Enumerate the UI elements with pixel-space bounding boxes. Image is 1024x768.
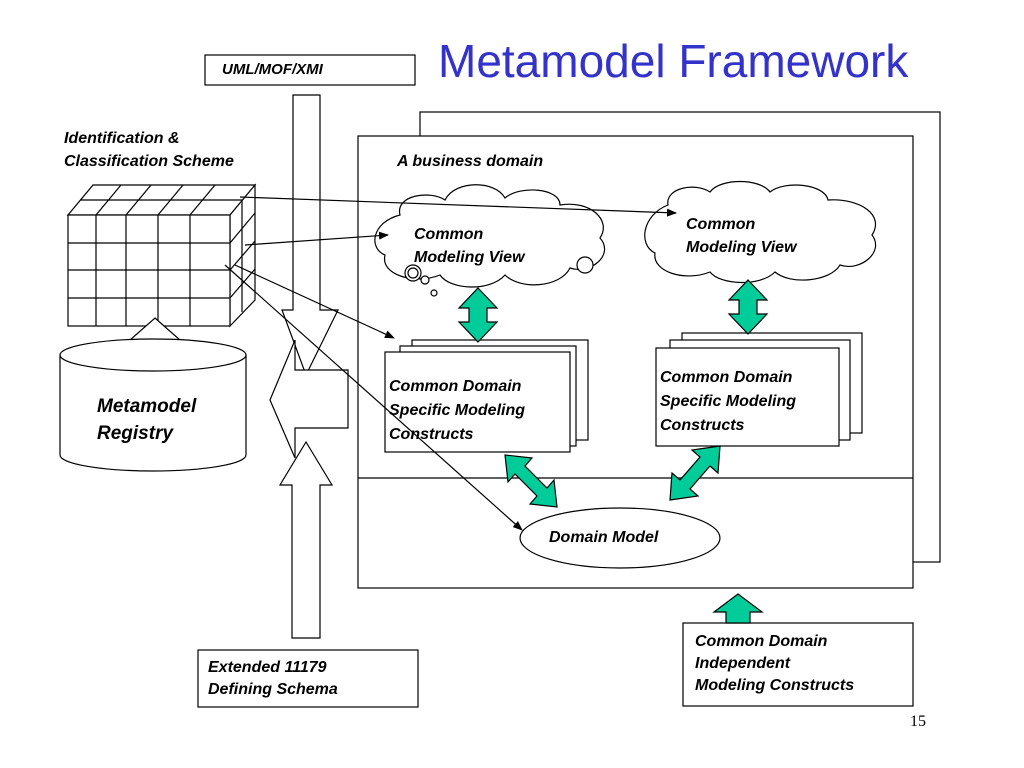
green-double-arrow-right-top	[727, 279, 769, 335]
green-double-arrow-left-bottom	[504, 454, 558, 508]
cube-to-constructs-arrow	[234, 264, 395, 339]
page-title: Metamodel Framework	[438, 35, 909, 87]
extended-up-arrow	[278, 440, 334, 639]
domain-model-label: Domain Model	[549, 529, 659, 546]
metamodel-registry-cylinder	[59, 338, 247, 472]
domain-model-ellipse	[519, 507, 721, 569]
classification-cube	[66, 183, 257, 328]
constructs-stack-left	[384, 339, 589, 453]
cube-to-cloud-left-arrow	[244, 231, 389, 246]
modeling-view-cloud-left	[374, 184, 606, 297]
independent-constructs-box	[682, 622, 914, 707]
green-double-arrow-right-bottom	[669, 445, 721, 501]
registry-label: Metamodel Registry	[97, 396, 197, 444]
extended-schema-box	[197, 649, 419, 708]
constructs-stack-right	[655, 332, 863, 447]
uml-box	[204, 54, 416, 86]
business-domain-label: A business domain	[397, 153, 544, 170]
constructs-left-label: Common Domain Specific Modeling Construc…	[389, 378, 526, 443]
cube-to-cloud-right-arrow	[239, 196, 677, 217]
registry-left-arrow	[269, 339, 349, 459]
constructs-right-label: Common Domain Specific Modeling Construc…	[660, 369, 797, 434]
extended-schema-label: Extended 11179 Defining Schema	[208, 659, 338, 698]
modeling-view-right-label: Common Modeling View	[686, 216, 797, 256]
modeling-view-left-label: Common Modeling View	[414, 226, 525, 266]
cube-to-domain-model-arrow	[224, 264, 523, 531]
identification-label: Identification & Classification Scheme	[64, 130, 234, 170]
uml-down-arrow	[281, 94, 339, 377]
modeling-view-cloud-right	[644, 181, 877, 284]
green-double-arrow-left-top	[457, 287, 499, 343]
page-number: 15	[910, 713, 926, 730]
green-up-arrow-independent	[712, 593, 764, 624]
uml-label: UML/MOF/XMI	[222, 61, 323, 78]
independent-constructs-label: Common Domain Independent Modeling Const…	[695, 633, 855, 694]
